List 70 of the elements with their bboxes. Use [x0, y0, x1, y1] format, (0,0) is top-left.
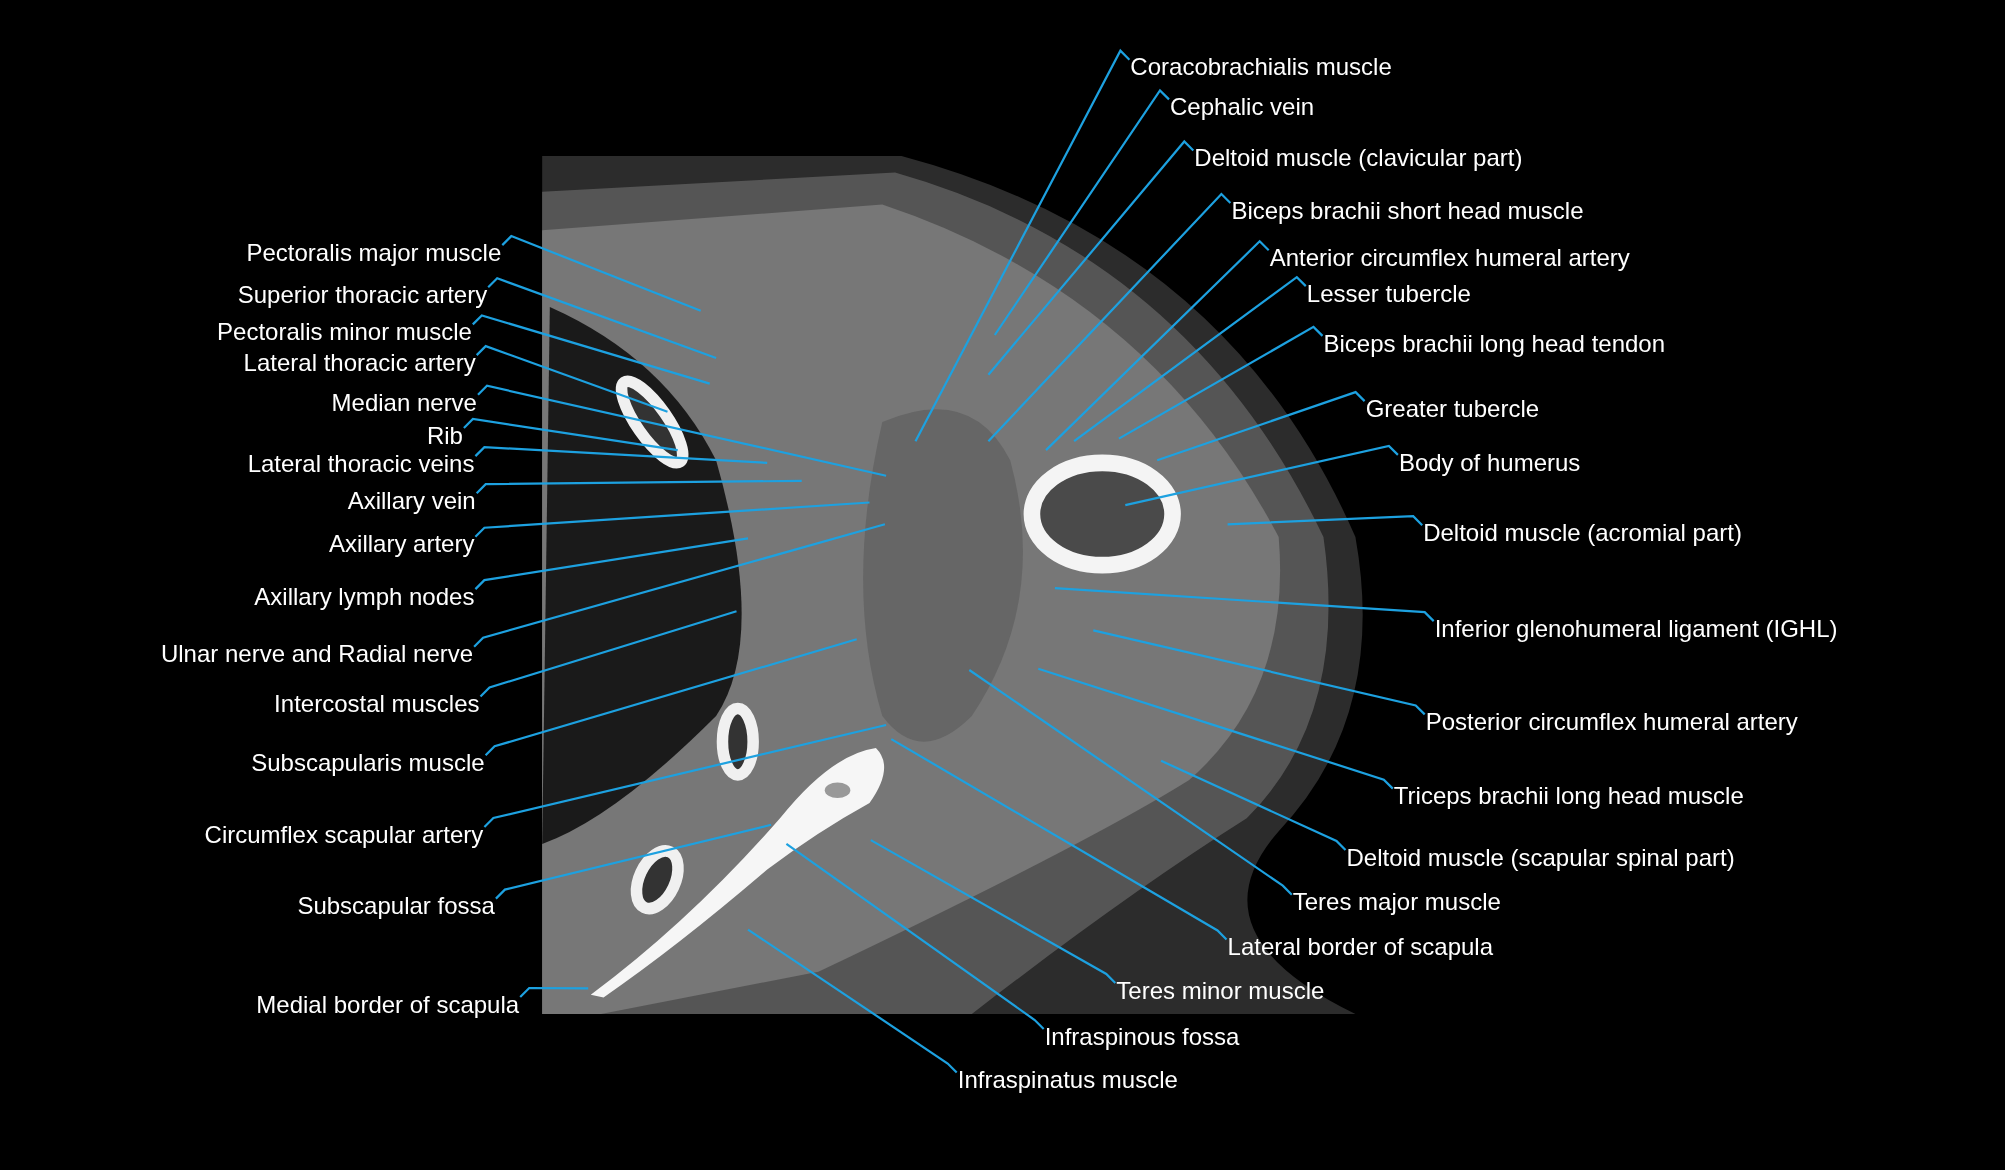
leader-line [1227, 515, 1423, 526]
structure-label: Intercostal muscles [274, 689, 480, 717]
leader-line [474, 445, 768, 464]
structure-label: Body of humerus [1398, 448, 1581, 476]
structure-label: Subscapularis muscle [251, 748, 485, 776]
leader-line [1054, 587, 1435, 622]
leader-line [993, 88, 1170, 336]
structure-label: Medial border of scapula [256, 990, 520, 1018]
structure-label: Deltoid muscle (clavicular part) [1194, 143, 1523, 171]
leader-line [890, 738, 1228, 941]
leader-line [483, 723, 887, 828]
leader-line [914, 48, 1131, 442]
structure-label: Pectoralis major muscle [246, 238, 502, 266]
structure-label: Coracobrachialis muscle [1130, 53, 1392, 80]
structure-label: Ulnar nerve and Radial nerve [160, 639, 474, 667]
leader-line [785, 843, 1045, 1030]
leader-line [487, 277, 717, 360]
structure-label: Lesser tubercle [1306, 279, 1471, 307]
structure-label: Axillary lymph nodes [254, 582, 475, 610]
structure-label: Biceps brachii short head muscle [1231, 196, 1584, 224]
structure-label: Cephalic vein [1170, 92, 1315, 120]
structure-label: Lateral border of scapula [1227, 932, 1494, 960]
leader-line [474, 537, 749, 590]
leader-line [747, 928, 958, 1074]
structure-label: Superior thoracic artery [237, 280, 488, 308]
structure-label: Subscapular fossa [297, 891, 495, 919]
structure-label: Infraspinatus muscle [957, 1065, 1178, 1093]
leader-line [473, 523, 886, 648]
structure-label: Infraspinous fossa [1044, 1022, 1240, 1050]
structure-label: Circumflex scapular artery [204, 820, 484, 848]
structure-label: Greater tubercle [1365, 394, 1540, 422]
leader-line [479, 610, 737, 698]
leader-line [463, 417, 678, 452]
leader-line [987, 139, 1195, 376]
structure-label: Axillary vein [347, 486, 476, 514]
structure-label: Rib [426, 421, 463, 449]
leader-line [1045, 239, 1270, 451]
leader-line [1125, 444, 1399, 507]
structure-label: Lateral thoracic artery [243, 348, 476, 376]
structure-label: Biceps brachii long head tendon [1323, 329, 1666, 357]
structure-label: Deltoid muscle (acromial part) [1423, 518, 1742, 546]
leader-line [475, 344, 668, 413]
leader-line [474, 501, 870, 538]
leader-line [484, 638, 857, 757]
structure-label: Inferior glenohumeral ligament (IGHL) [1434, 614, 1838, 642]
structure-label: Deltoid muscle (scapular spinal part) [1346, 843, 1735, 871]
leader-line [870, 839, 1117, 984]
leader-line [501, 234, 702, 312]
leader-line [477, 384, 887, 477]
leader-line [519, 986, 589, 998]
structure-label: Pectoralis minor muscle [217, 317, 472, 345]
structure-label: Posterior circumflex humeral artery [1425, 707, 1798, 735]
leader-line [968, 669, 1293, 896]
structure-label: Median nerve [331, 388, 477, 415]
structure-label: Axillary artery [329, 529, 475, 557]
leader-line [495, 823, 772, 900]
leader-line [1156, 390, 1366, 462]
structure-label: Teres minor muscle [1116, 976, 1325, 1004]
leader-line [475, 479, 802, 494]
structure-label: Anterior circumflex humeral artery [1269, 243, 1630, 271]
structure-label: Teres major muscle [1292, 887, 1501, 915]
leader-line [1073, 275, 1307, 443]
leader-line [472, 314, 710, 385]
structure-label: Lateral thoracic veins [247, 449, 475, 477]
leader-line [987, 192, 1232, 442]
leader-line [1118, 325, 1324, 440]
leader-line [1160, 759, 1347, 851]
leader-line [1037, 667, 1394, 790]
leader-line [1093, 629, 1426, 716]
structure-label: Triceps brachii long head muscle [1393, 781, 1744, 809]
